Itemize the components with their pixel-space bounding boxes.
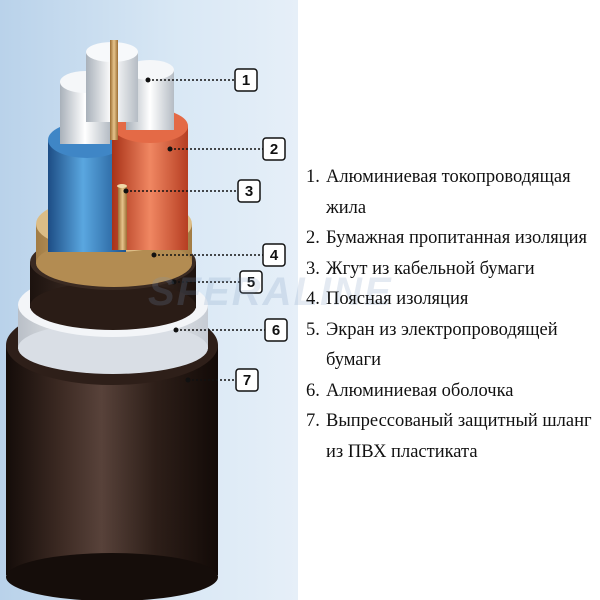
callout-box-1: 1: [234, 68, 258, 92]
legend-item-number: 3.: [306, 258, 320, 279]
legend-item-text: Экран из электропроводящей бумаги: [326, 319, 558, 371]
callout-label-6: 6: [272, 322, 280, 339]
legend-item: 7. Выпрессованый защитный шланг из ПВХ пл…: [306, 406, 598, 467]
legend-item-text: Жгут из кабельной бумаги: [326, 258, 535, 279]
legend-item-number: 2.: [306, 228, 320, 248]
legend-item-text: Выпрессованый защитный шланг из ПВХ плас…: [326, 411, 592, 462]
paper-rope-filler: [110, 40, 127, 250]
legend-item: 2. Бумажная пропитанная изоляция: [306, 223, 598, 254]
callout-box-2: 2: [262, 137, 286, 161]
legend-item: 3. Жгут из кабельной бумаги: [306, 254, 598, 285]
callout-label-2: 2: [270, 141, 278, 158]
legend-item-number: 7.: [306, 411, 320, 431]
callout-box-6: 6: [264, 318, 288, 342]
callout-box-7: 7: [235, 368, 259, 392]
legend-item-text: Поясная изоляция: [326, 289, 469, 309]
callout-box-4: 4: [262, 243, 286, 267]
callout-box-5: 5: [239, 270, 263, 294]
leader-lines: [126, 79, 265, 381]
legend-item: 5. Экран из электропроводящей бумаги: [306, 315, 598, 376]
legend-item: 4. Поясная изоляция: [306, 284, 598, 315]
legend-item-text: Алюминиевая токопроводящая жила: [326, 167, 571, 218]
leader-dots: [123, 77, 191, 383]
callout-label-3: 3: [245, 183, 253, 200]
legend-item-number: 1.: [306, 167, 320, 187]
legend-item: 1. Алюминиевая токопроводящая жила: [306, 162, 598, 223]
callout-label-7: 7: [243, 372, 251, 389]
legend-item-number: 6.: [306, 380, 320, 401]
callout-box-3: 3: [237, 179, 261, 203]
legend-item-text: Бумажная пропитанная изоляция: [326, 228, 588, 248]
callout-label-5: 5: [247, 274, 255, 291]
legend-item-number: 5.: [306, 319, 320, 340]
legend-item: 6. Алюминиевая оболочка: [306, 376, 598, 407]
legend-list: 1. Алюминиевая токопроводящая жила 2. Бума…: [306, 162, 598, 467]
legend-item-number: 4.: [306, 289, 320, 309]
callout-label-4: 4: [270, 247, 279, 264]
legend-item-text: Алюминиевая оболочка: [326, 380, 514, 401]
callout-label-1: 1: [242, 72, 250, 89]
